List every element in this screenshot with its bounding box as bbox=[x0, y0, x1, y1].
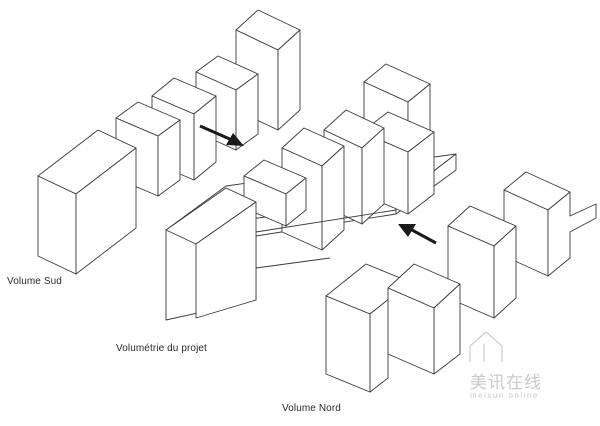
label-volumetrie: Volumétrie du projet bbox=[116, 343, 207, 354]
arrow-nord-to-projet bbox=[398, 224, 437, 245]
watermark-main: 美讯在线 bbox=[470, 373, 542, 392]
nord-tower-far bbox=[503, 171, 597, 277]
projet-block-front bbox=[165, 187, 257, 319]
nord-block-2 bbox=[387, 263, 461, 375]
arrow-sud-to-projet bbox=[199, 124, 244, 146]
watermark-house-icon bbox=[469, 331, 503, 362]
sud-block-front bbox=[37, 129, 137, 275]
projet-cube-small bbox=[243, 159, 307, 227]
volume-sud-group bbox=[37, 9, 301, 275]
label-volume-nord: Volume Nord bbox=[282, 403, 341, 414]
volumetrie-group bbox=[165, 63, 457, 321]
watermark: 美讯在线 meixun online bbox=[470, 368, 542, 400]
nord-tower-mid bbox=[447, 205, 517, 319]
watermark-sub: meixun online bbox=[470, 391, 539, 400]
label-volume-sud: Volume Sud bbox=[7, 276, 62, 287]
volume-nord-group bbox=[325, 171, 597, 393]
